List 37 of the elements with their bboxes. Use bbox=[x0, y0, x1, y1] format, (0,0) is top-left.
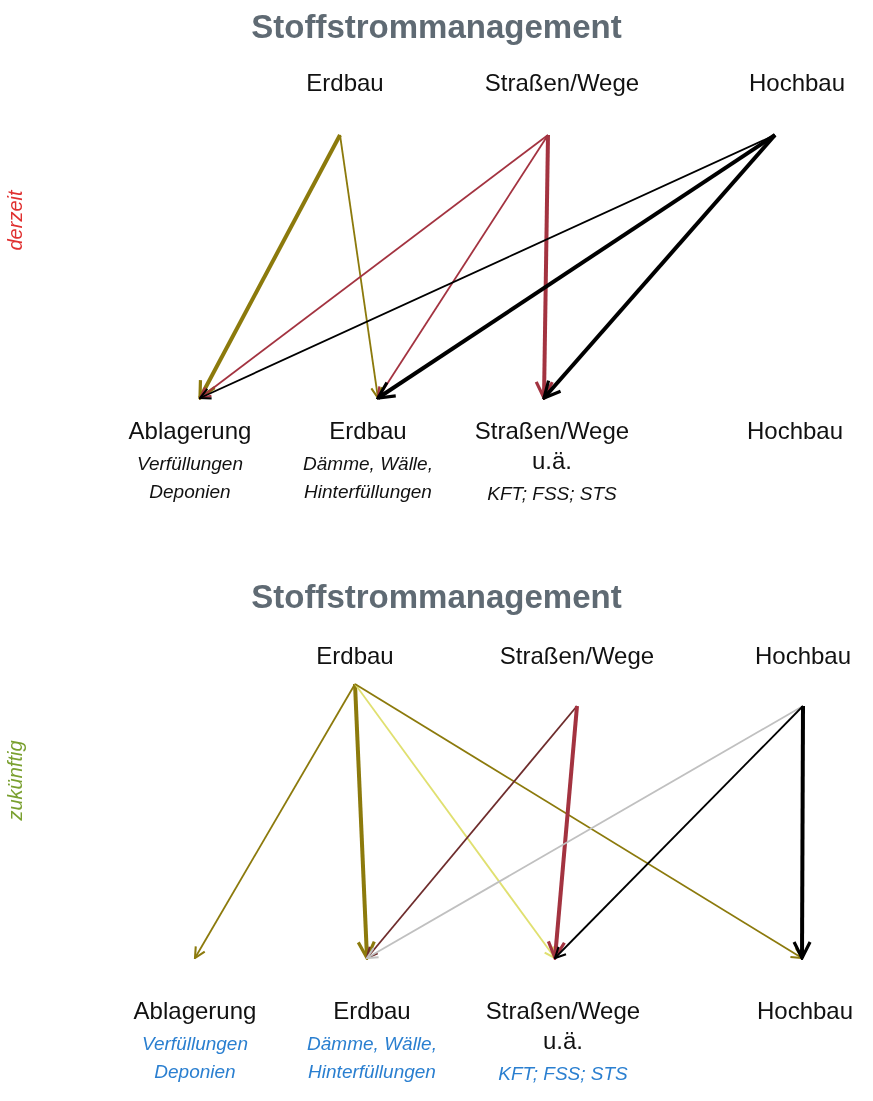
arrow bbox=[353, 683, 376, 960]
node-label: Straßen/Wege bbox=[499, 641, 655, 671]
arrow bbox=[339, 134, 383, 400]
side-label: derzeit bbox=[3, 190, 27, 250]
node-label: Hochbau bbox=[746, 416, 844, 446]
arrow bbox=[792, 706, 812, 960]
node-label: Ablagerung bbox=[128, 416, 252, 446]
arrow bbox=[198, 134, 549, 400]
node-label: Straßen/Wege u.ä. bbox=[484, 996, 642, 1056]
node-note: Dämme, Wälle, Hinterfüllungen bbox=[302, 452, 434, 504]
node-note: KFT; FSS; STS bbox=[487, 482, 617, 506]
arrow bbox=[193, 683, 356, 960]
arrow bbox=[376, 133, 777, 400]
arrow bbox=[546, 705, 579, 960]
node-note: KFT; FSS; STS bbox=[498, 1062, 628, 1086]
node-note: Dämme, Wälle, Hinterfüllungen bbox=[306, 1032, 438, 1084]
node-note: Verfüllungen Deponien bbox=[136, 452, 244, 504]
node-label: Erdbau bbox=[333, 996, 411, 1026]
arrow bbox=[198, 134, 342, 400]
side-label: zukünftig bbox=[3, 739, 27, 821]
arrow bbox=[354, 683, 557, 960]
arrow bbox=[534, 134, 554, 400]
node-label: Hochbau bbox=[756, 996, 854, 1026]
node-label: Erdbau bbox=[329, 416, 407, 446]
node-label: Erdbau bbox=[316, 641, 394, 671]
node-label: Straßen/Wege u.ä. bbox=[473, 416, 631, 476]
node-label: Hochbau bbox=[748, 68, 846, 98]
arrow bbox=[542, 133, 777, 400]
section-heading: Stoffstrommanagement bbox=[250, 580, 623, 613]
node-label: Hochbau bbox=[754, 641, 852, 671]
node-label: Ablagerung bbox=[133, 996, 257, 1026]
diagram-title: Stoffstrommanagement bbox=[250, 10, 623, 43]
node-note: Verfüllungen Deponien bbox=[141, 1032, 249, 1084]
arrow bbox=[553, 705, 804, 960]
node-label: Straßen/Wege bbox=[484, 68, 640, 98]
node-label: Erdbau bbox=[306, 68, 384, 98]
arrow bbox=[365, 705, 578, 960]
